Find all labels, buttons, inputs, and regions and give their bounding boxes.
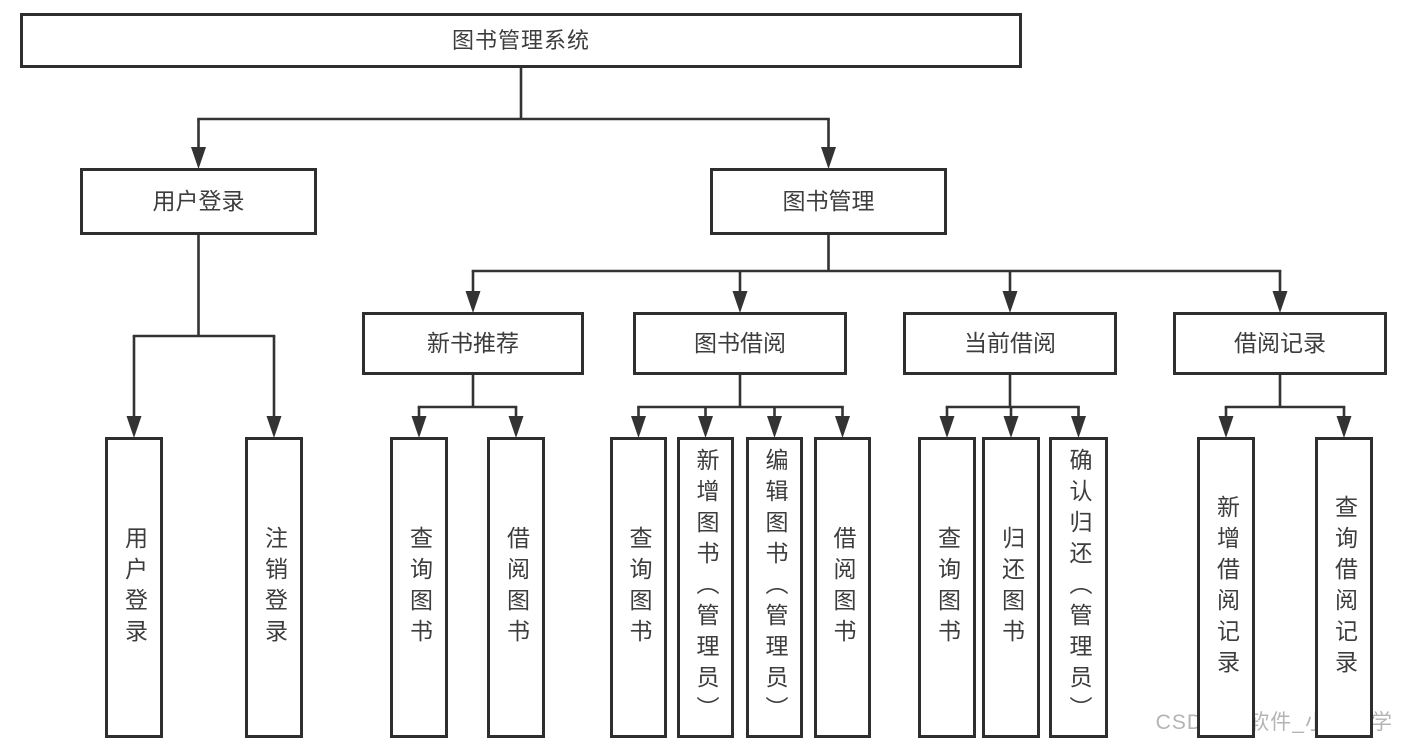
node-label-current-borrow: 当前借阅 <box>964 330 1056 356</box>
node-label-leaf-bb-add: 新增图书（管理员） <box>693 448 719 727</box>
node-borrow-records: 借阅记录 <box>1173 312 1387 375</box>
node-leaf-bb-edit: 编辑图书（管理员） <box>746 437 803 738</box>
node-leaf-br-query: 查询借阅记录 <box>1315 437 1373 738</box>
node-root: 图书管理系统 <box>20 13 1022 68</box>
arrowhead-icon <box>821 147 836 169</box>
arrowhead-icon <box>126 416 142 438</box>
node-label-root: 图书管理系统 <box>451 27 590 53</box>
arrowhead-icon <box>1272 291 1288 313</box>
arrowhead-icon <box>1003 416 1019 438</box>
node-leaf-cb-return: 归还图书 <box>982 437 1040 738</box>
arrowhead-icon <box>465 291 481 313</box>
node-leaf-rec-query: 查询图书 <box>390 437 448 738</box>
node-label-new-book-rec: 新书推荐 <box>427 330 519 356</box>
node-leaf-bb-add: 新增图书（管理员） <box>677 437 734 738</box>
arrowhead-icon <box>191 147 206 169</box>
arrowhead-icon <box>732 291 748 313</box>
node-label-leaf-rec-borrow: 借阅图书 <box>503 525 530 650</box>
node-leaf-cb-confirm: 确认归还（管理员） <box>1049 437 1108 738</box>
arrowhead-icon <box>698 416 713 438</box>
arrowhead-icon <box>1218 416 1234 438</box>
node-current-borrow: 当前借阅 <box>903 312 1117 375</box>
arrowhead-icon <box>1071 416 1086 438</box>
node-label-leaf-cb-confirm: 确认归还（管理员） <box>1066 448 1092 727</box>
arrowhead-icon <box>1336 416 1352 438</box>
node-label-book-borrow: 图书借阅 <box>694 330 786 356</box>
arrowhead-icon <box>767 416 782 438</box>
node-label-leaf-br-add: 新增借阅记录 <box>1213 494 1240 681</box>
node-label-leaf-cb-query: 查询图书 <box>934 525 961 650</box>
node-leaf-rec-borrow: 借阅图书 <box>487 437 545 738</box>
arrowhead-icon <box>508 416 524 438</box>
node-leaf-user-login: 用户登录 <box>105 437 163 738</box>
node-label-leaf-bb-edit: 编辑图书（管理员） <box>762 448 788 727</box>
node-label-borrow-records: 借阅记录 <box>1234 330 1326 356</box>
node-label-leaf-bb-borrow: 借阅图书 <box>830 525 856 650</box>
node-new-book-rec: 新书推荐 <box>362 312 584 375</box>
node-label-leaf-bb-query: 查询图书 <box>626 525 652 650</box>
node-label-book-mgmt: 图书管理 <box>782 188 875 214</box>
node-label-leaf-logout: 注销登录 <box>261 525 288 650</box>
node-label-user-login: 用户登录 <box>152 188 245 214</box>
arrowhead-icon <box>266 416 282 438</box>
node-user-login: 用户登录 <box>80 168 317 235</box>
node-leaf-cb-query: 查询图书 <box>918 437 976 738</box>
node-leaf-bb-query: 查询图书 <box>610 437 667 738</box>
node-leaf-br-add: 新增借阅记录 <box>1197 437 1255 738</box>
node-label-leaf-user-login: 用户登录 <box>121 525 148 650</box>
node-label-leaf-br-query: 查询借阅记录 <box>1331 494 1358 681</box>
node-label-leaf-cb-return: 归还图书 <box>998 525 1025 650</box>
arrowhead-icon <box>1002 291 1018 313</box>
node-book-borrow: 图书借阅 <box>633 312 847 375</box>
arrowhead-icon <box>835 416 850 438</box>
node-label-leaf-rec-query: 查询图书 <box>406 525 433 650</box>
arrowhead-icon <box>631 416 646 438</box>
node-leaf-bb-borrow: 借阅图书 <box>814 437 871 738</box>
node-leaf-logout: 注销登录 <box>245 437 303 738</box>
node-book-mgmt: 图书管理 <box>710 168 947 235</box>
arrowhead-icon <box>939 416 955 438</box>
arrowhead-icon <box>411 416 427 438</box>
